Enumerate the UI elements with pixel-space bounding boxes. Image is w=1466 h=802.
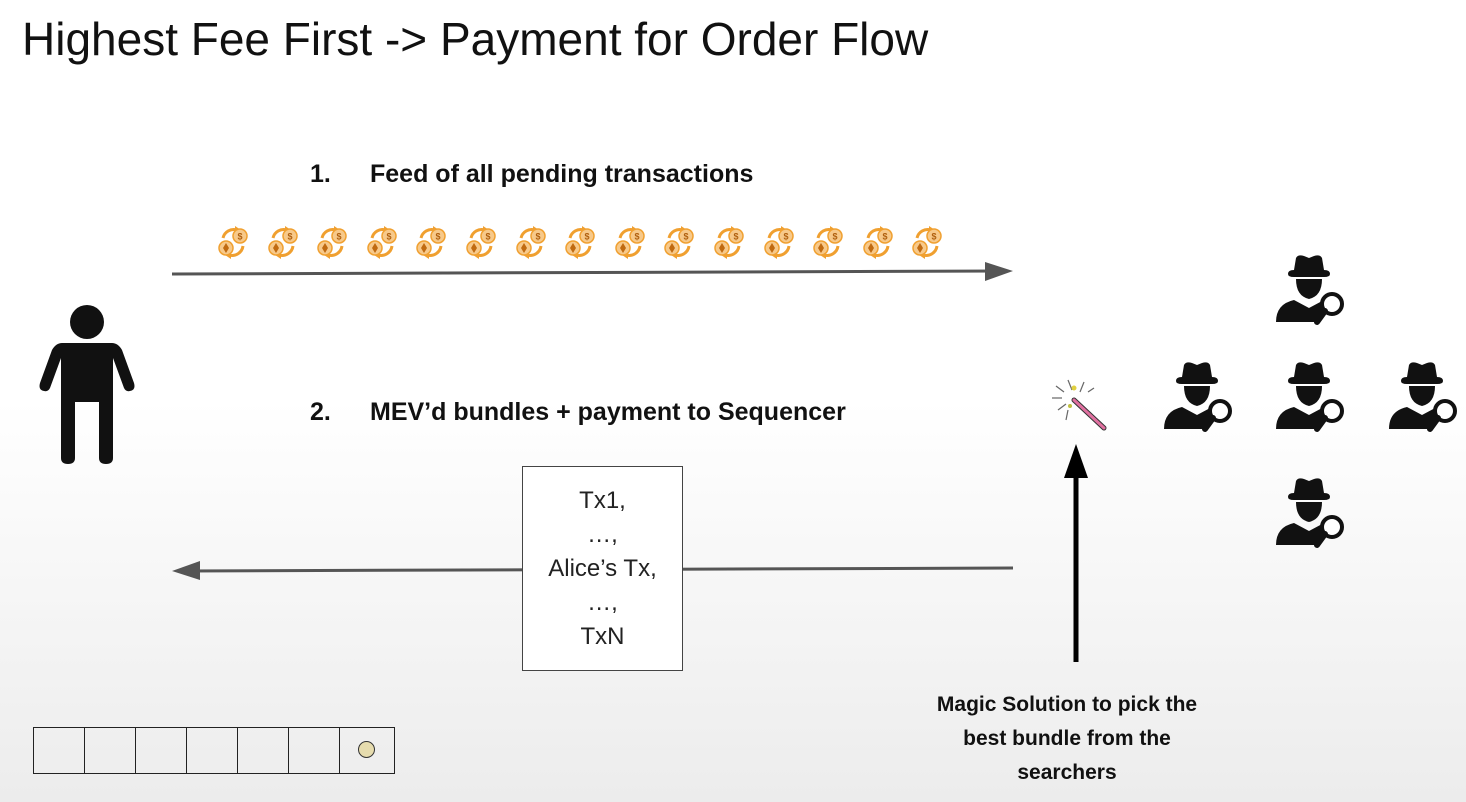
svg-text:$: $ [634,232,639,242]
caption-line: Magic Solution to pick the [936,693,1198,716]
bundle-line: Tx1, [579,486,626,514]
transaction-coin-icon: $ [463,224,499,260]
searcher-detective-icon [1272,359,1350,437]
block-slot [238,728,289,773]
transaction-coin-icon: $ [215,224,251,260]
searcher-detective-icon [1160,359,1238,437]
transaction-coin-icon: $ [612,224,648,260]
transaction-coin-icon: $ [711,224,747,260]
block-slots [33,727,395,774]
transaction-coin-icon: $ [265,224,301,260]
step-1-number: 1. [310,160,331,188]
magic-solution-caption: Magic Solution to pick the best bundle f… [900,688,1234,790]
step-2-number: 2. [310,398,331,426]
step-1-text: Feed of all pending transactions [370,160,754,188]
transaction-coin-icon: $ [562,224,598,260]
svg-text:$: $ [237,232,242,242]
svg-text:$: $ [337,232,342,242]
block-slot [85,728,136,773]
svg-text:$: $ [684,232,689,242]
up-arrow [1064,444,1088,662]
block-slot [136,728,187,773]
svg-text:$: $ [436,232,441,242]
transaction-coin-icon: $ [761,224,797,260]
transaction-coin-icon: $ [513,224,549,260]
transaction-coin-icon: $ [810,224,846,260]
bundle-box: Tx1, …, Alice’s Tx, …, TxN [522,466,683,671]
bundle-line: TxN [580,622,625,650]
bundle-line: Alice’s Tx, [548,554,657,582]
svg-text:$: $ [585,232,590,242]
block-slot [289,728,340,773]
transaction-coin-icon: $ [413,224,449,260]
person-icon [39,305,135,464]
transaction-coin-icon: $ [314,224,350,260]
transaction-coin-icon: $ [661,224,697,260]
block-slot [340,728,394,773]
transaction-coin-icon: $ [364,224,400,260]
feed-arrow [171,262,1013,281]
step-2-text: MEV’d bundles + payment to Sequencer [370,398,846,426]
step-2-label: 2. MEV’d bundles + payment to Sequencer [310,398,846,427]
svg-text:$: $ [485,232,490,242]
bundle-line: …, [587,520,618,548]
searcher-detective-icon [1272,475,1350,553]
block-slot [34,728,85,773]
caption-line: searchers [1017,761,1117,784]
svg-text:$: $ [535,232,540,242]
transaction-coin-icon: $ [860,224,896,260]
block-slot [187,728,238,773]
svg-text:$: $ [733,232,738,242]
svg-text:$: $ [783,232,788,242]
slide-title: Highest Fee First -> Payment for Order F… [22,13,929,65]
searcher-detective-icon [1385,359,1463,437]
svg-text:$: $ [932,232,937,242]
magic-wand-icon [1052,379,1107,431]
transaction-coin-icon: $ [909,224,945,260]
svg-text:$: $ [287,232,292,242]
svg-text:$: $ [882,232,887,242]
searcher-detective-icon [1272,252,1350,330]
step-1-label: 1. Feed of all pending transactions [310,160,753,189]
transaction-dot-icon [358,741,375,758]
svg-text:$: $ [386,232,391,242]
bundle-line: …, [587,588,618,616]
svg-text:$: $ [833,232,838,242]
caption-line: best bundle from the [963,727,1171,750]
